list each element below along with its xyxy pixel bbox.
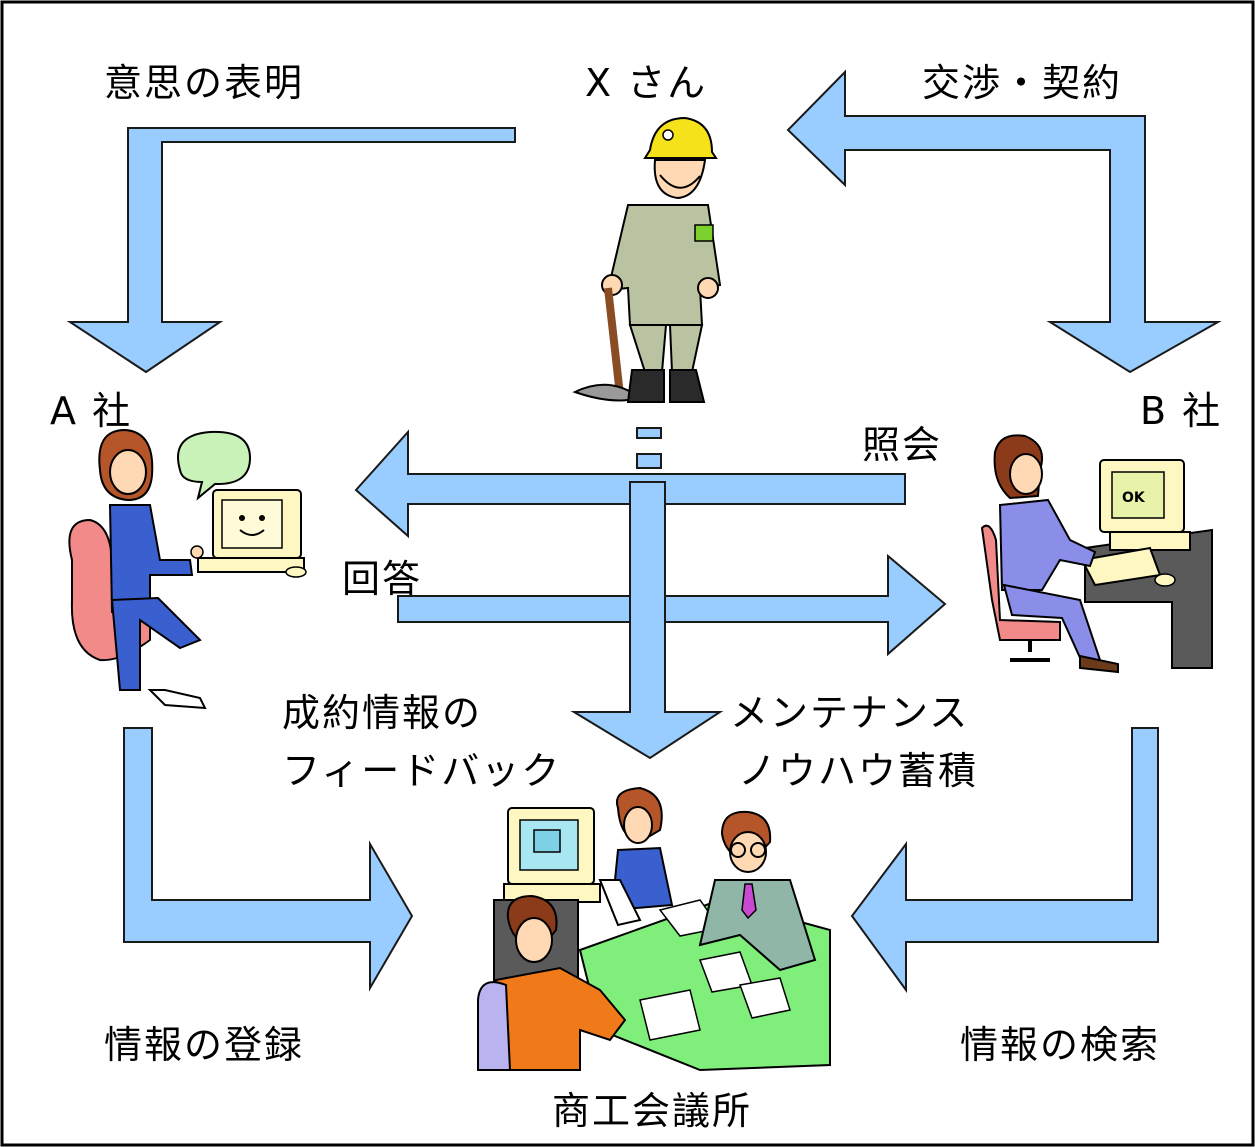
label-chamber: 商工会議所: [552, 1089, 753, 1133]
label-search: 情報の検索: [960, 1023, 1161, 1067]
label-company-b: B 社: [1140, 389, 1223, 433]
company-a-illustration: [68, 428, 307, 710]
chamber-illustration: [477, 786, 831, 1072]
label-register: 情報の登録: [104, 1023, 305, 1067]
arrow-register: [123, 727, 414, 992]
arrow-feedback-tick1: [636, 427, 662, 439]
svg-text:OK: OK: [1122, 490, 1146, 506]
label-feedback-line2: フィードバック: [282, 749, 562, 793]
company-b-illustration: OK: [980, 434, 1213, 674]
label-intent: 意思の表明: [104, 61, 305, 105]
arrow-negotiation: [786, 69, 1222, 374]
arrow-answer: [397, 553, 947, 657]
label-maintenance-line1: メンテナンス: [730, 691, 970, 735]
x-person-illustration: [572, 116, 722, 403]
arrow-feedback: [570, 481, 724, 760]
label-company-a: A 社: [50, 389, 133, 433]
arrow-feedback-tick2: [636, 453, 662, 469]
label-inquiry: 照会: [862, 423, 943, 467]
label-x-person: X さん: [585, 61, 708, 105]
arrow-search: [850, 727, 1159, 994]
arrow-intent: [66, 127, 516, 374]
label-answer: 回答: [342, 557, 423, 601]
label-maintenance-line2: ノウハウ蓄積: [738, 749, 979, 793]
label-negotiation: 交渉・契約: [922, 61, 1123, 105]
label-feedback-line1: 成約情報の: [282, 691, 483, 735]
